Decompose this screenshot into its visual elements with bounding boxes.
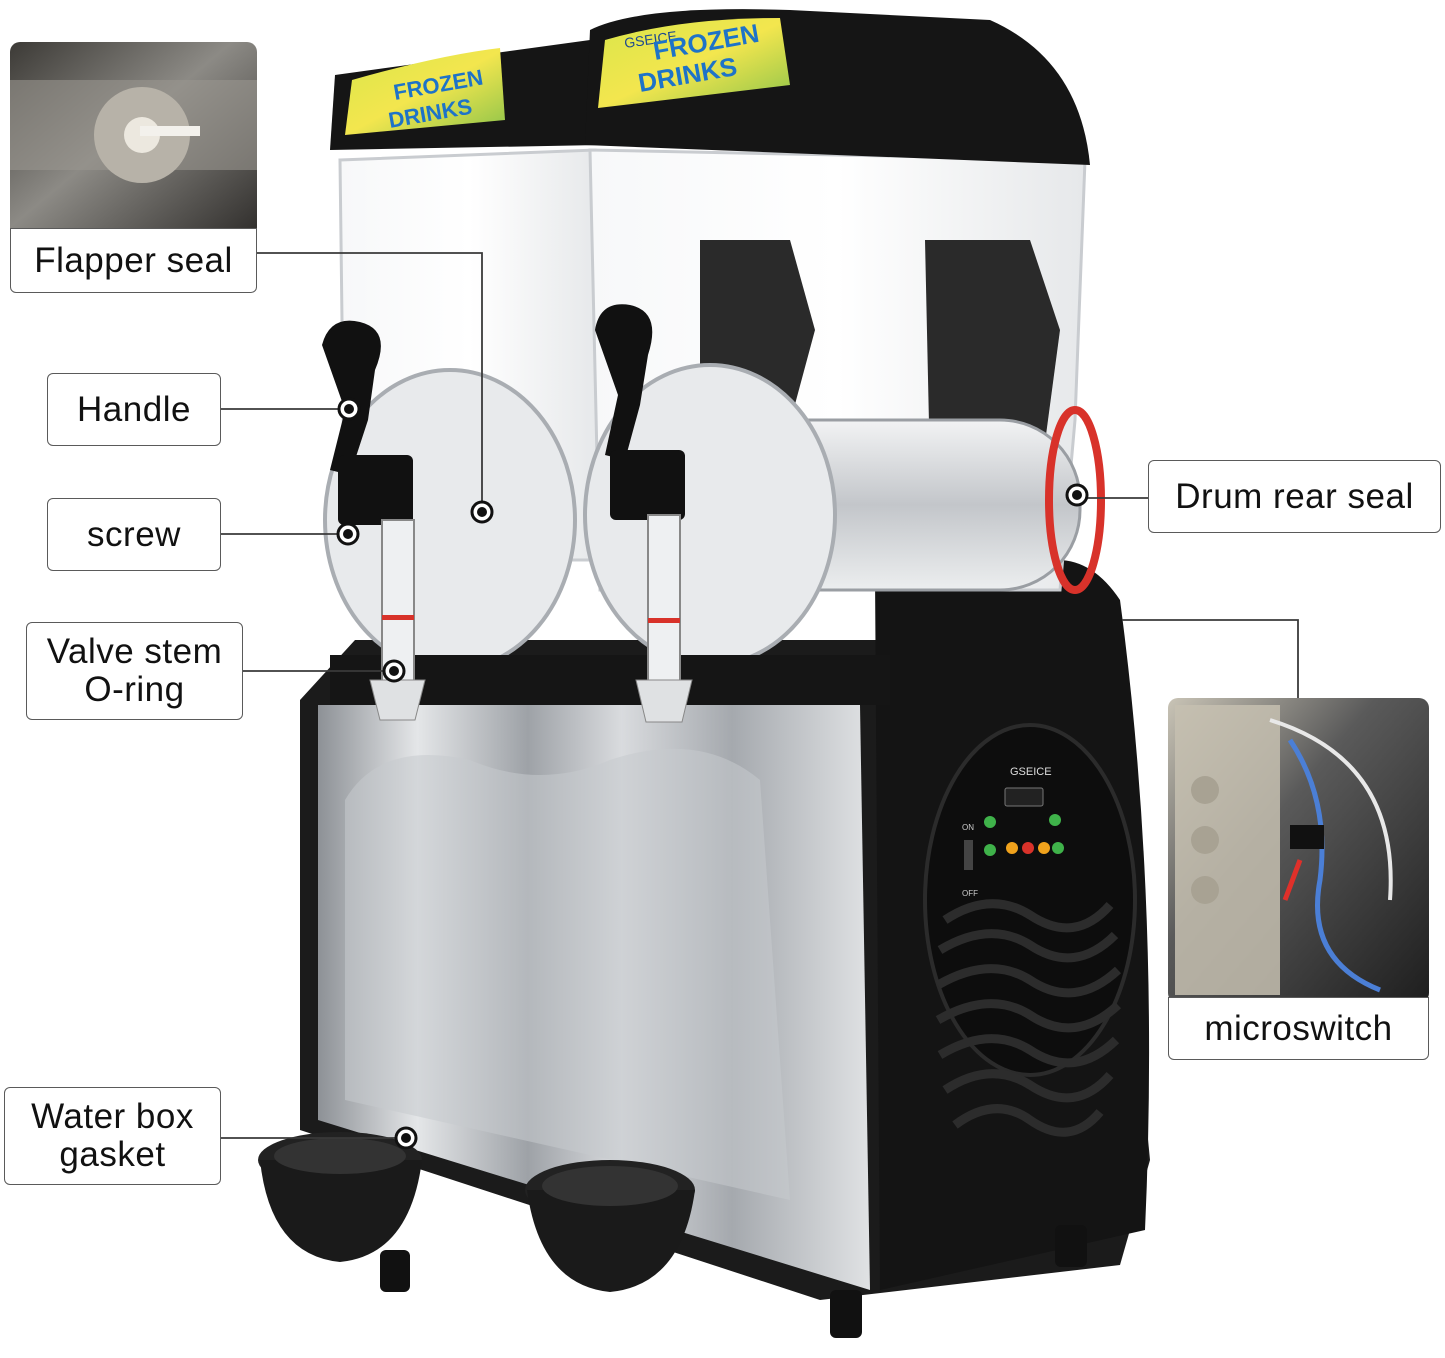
drum-rear-seal-ring	[1045, 406, 1105, 594]
label-flapper-seal: Flapper seal	[10, 228, 257, 293]
valve-stem-right	[647, 514, 681, 686]
callout-dots	[336, 397, 1089, 1150]
handle-right	[595, 304, 653, 460]
lid-brand: GSEICE	[623, 28, 678, 51]
foot-front-left	[380, 1250, 410, 1292]
valve-body-left	[338, 455, 413, 525]
valves	[322, 304, 693, 723]
lid-art-left	[345, 48, 505, 135]
microswitch-photo	[1168, 698, 1429, 1003]
indicator-green-2	[1049, 814, 1061, 826]
indicator-green-3	[984, 844, 996, 856]
label-handle: Handle	[47, 373, 221, 446]
leader-lines	[221, 252, 1299, 1139]
power-switch	[964, 840, 973, 870]
indicator-orange-1	[1006, 842, 1018, 854]
flapper-seal-photo	[10, 42, 257, 248]
indicator-green-1	[984, 816, 996, 828]
foot-front-right	[830, 1290, 862, 1338]
indicator-orange-2	[1038, 842, 1050, 854]
machine-body: GSEICE ON OFF	[258, 553, 1150, 1338]
label-water-box: Water box gasket	[4, 1087, 221, 1185]
label-drum-rear-seal: Drum rear seal	[1148, 460, 1441, 533]
label-microswitch: microswitch	[1168, 997, 1429, 1060]
panel-brand: GSEICE	[1010, 766, 1052, 778]
foot-rear-right	[1055, 1225, 1087, 1267]
switch-off-label: OFF	[962, 889, 978, 898]
label-screw: screw	[47, 498, 221, 571]
lid-art-right	[598, 18, 790, 108]
indicator-green-4	[1052, 842, 1064, 854]
label-valve-stem: Valve stem O-ring	[26, 622, 243, 720]
vent-grille	[935, 899, 1122, 1137]
valve-body-right	[610, 450, 685, 520]
indicator-red	[1022, 842, 1034, 854]
switch-on-label: ON	[962, 823, 974, 832]
digital-display	[1004, 787, 1044, 807]
